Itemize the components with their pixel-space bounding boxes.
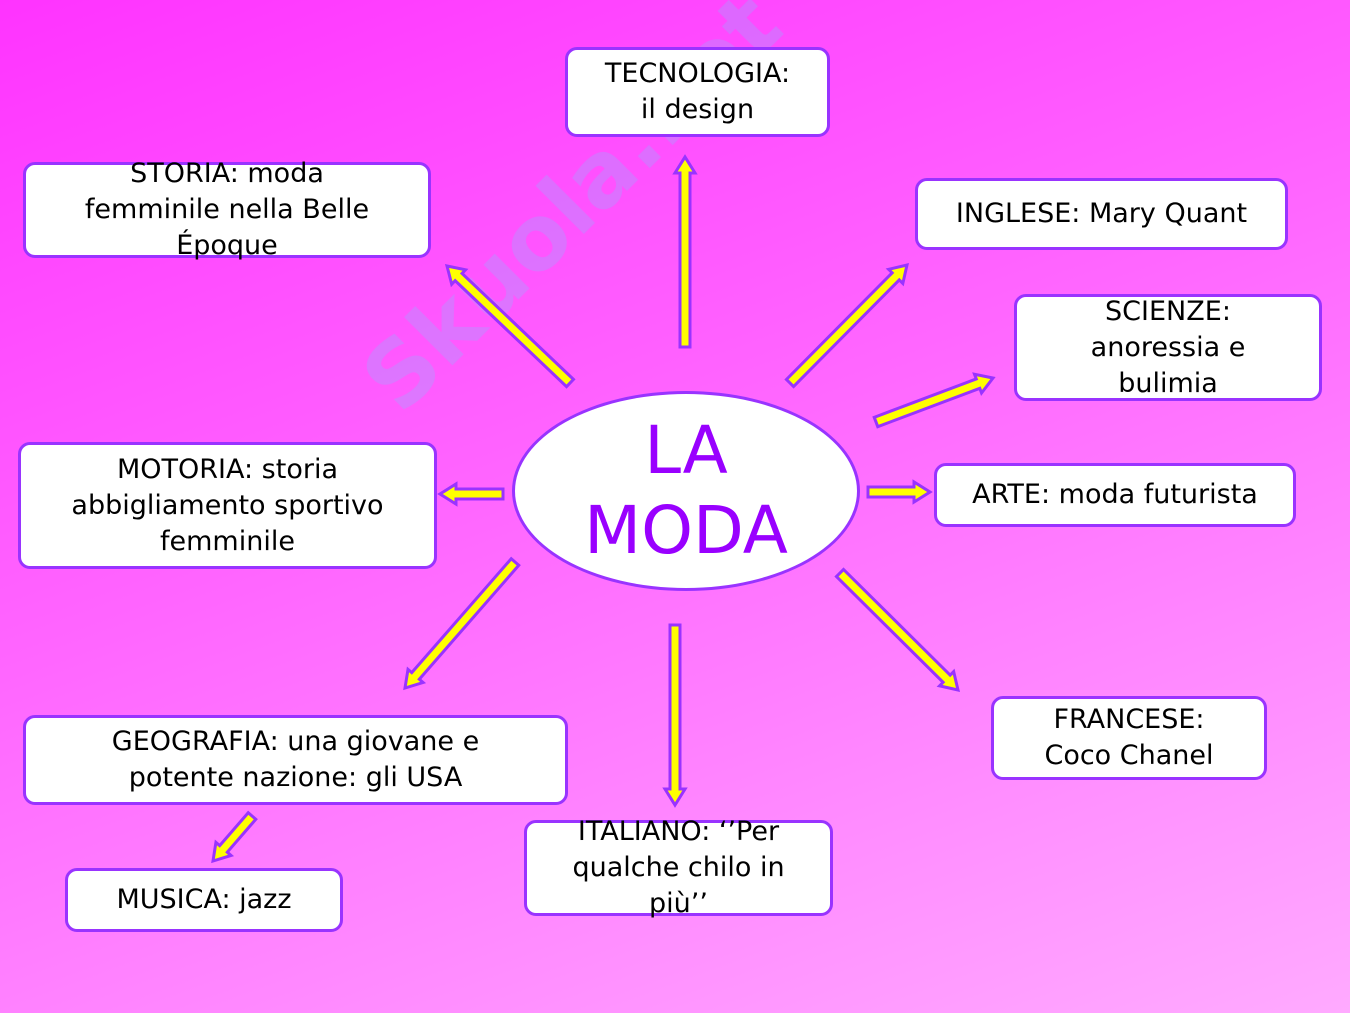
topic-geografia: GEOGRAFIA: una giovane e potente nazione… [23, 715, 568, 805]
topic-tecnologia: TECNOLOGIA: il design [565, 47, 830, 137]
arrow-to-geografia [403, 556, 521, 691]
topic-scienze: SCIENZE: anoressia e bulimia [1014, 294, 1322, 401]
arrow-to-scienze [872, 372, 996, 429]
arrow-to-storia [444, 264, 576, 389]
central-title-line2: MODA [584, 492, 788, 569]
arrow-to-musica [211, 810, 258, 864]
topic-musica: MUSICA: jazz [65, 868, 343, 932]
arrow-to-inglese [784, 262, 909, 389]
arrow-to-francese [834, 567, 961, 692]
topic-italiano: ITALIANO: ‘’Per qualche chilo in più’’ [524, 816, 833, 919]
topic-storia: STORIA: moda femminile nella Belle Époqu… [23, 158, 431, 261]
central-topic-ellipse: LA MODA [512, 391, 860, 591]
arrow-to-arte [866, 479, 933, 505]
topic-francese: FRANCESE: Coco Chanel [991, 696, 1267, 780]
topic-motoria: MOTORIA: storia abbigliamento sportivo f… [18, 442, 437, 569]
arrow-to-italiano [662, 623, 688, 808]
topic-inglese: INGLESE: Mary Quant [915, 178, 1288, 250]
central-title-line1: LA [644, 412, 728, 489]
arrow-to-tecnologia [672, 154, 698, 349]
arrow-to-motoria [437, 481, 505, 507]
topic-arte: ARTE: moda futurista [934, 463, 1296, 527]
